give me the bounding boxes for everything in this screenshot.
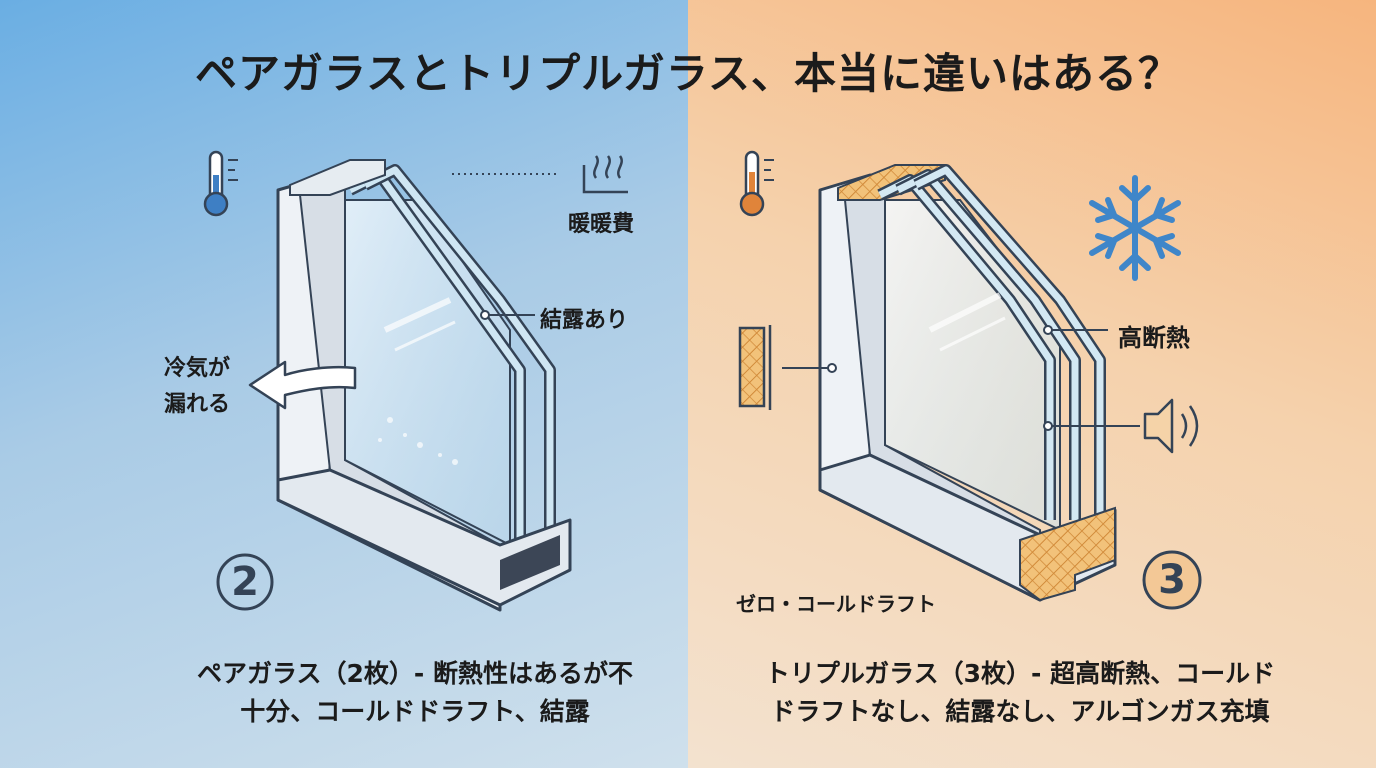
pair-glass-number: 2 — [231, 559, 259, 605]
pair-glass-caption-line1: ペアガラス（2枚）- 断熱性はあるが不 — [197, 659, 633, 688]
triple-glass-caption: トリプルガラス（3枚）- 超高断熱、コールド ドラフトなし、結露なし、アルゴンガ… — [720, 655, 1320, 731]
cold-air-arrow-icon — [248, 360, 357, 410]
number-circle-3 — [1142, 550, 1202, 610]
number-circle-2 — [216, 553, 274, 611]
high-insulation-label: 高断熱 — [1118, 324, 1190, 352]
triple-glass-number: 3 — [1158, 557, 1186, 603]
pair-glass-caption: ペアガラス（2枚）- 断熱性はあるが不 十分、コールドドラフト、結露 — [150, 655, 680, 731]
condensation-leader — [480, 310, 535, 320]
zero-cold-draft-label: ゼロ・コールドラフト — [736, 592, 936, 616]
cold-thermometer-icon — [203, 150, 238, 217]
page-title: ペアガラスとトリプルガラス、本当に違いはある？ — [194, 49, 1182, 98]
heating-icon — [582, 155, 628, 194]
cold-air-label-line1: 冷気が — [164, 356, 231, 381]
snowflake-icon — [1089, 175, 1181, 281]
triple-glass-caption-line1: トリプルガラス（3枚）- 超高断熱、コールド — [764, 659, 1276, 688]
pair-glass-caption-line2: 十分、コールドドラフト、結露 — [240, 697, 590, 726]
warm-thermometer-icon — [739, 150, 774, 217]
condensation-label: 結露あり — [540, 308, 629, 333]
triple-glass-caption-line2: ドラフトなし、結露なし、アルゴンガス充填 — [770, 697, 1270, 726]
insulation-panel-icon — [738, 325, 837, 410]
pair-glass-window — [276, 159, 572, 612]
heating-cost-label: 暖暖費 — [568, 212, 635, 237]
triple-glass-window — [818, 164, 1117, 602]
soundproof-speaker-icon — [1043, 398, 1199, 454]
cold-air-label-line2: 漏れる — [164, 392, 231, 417]
high-insulation-leader — [1043, 325, 1108, 335]
